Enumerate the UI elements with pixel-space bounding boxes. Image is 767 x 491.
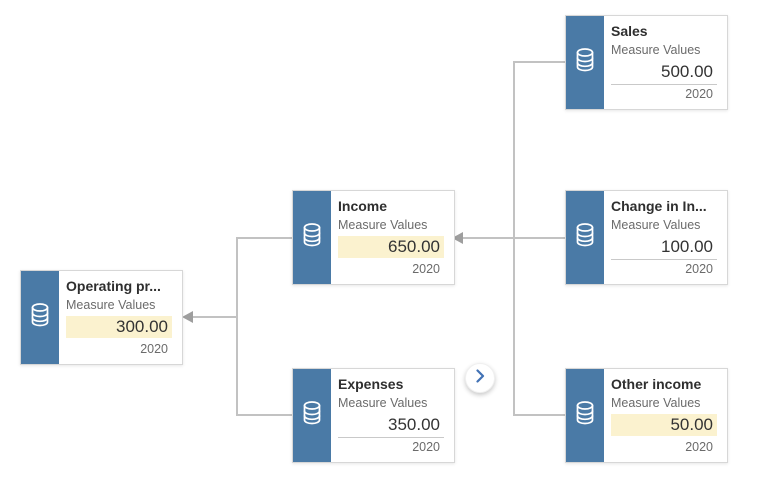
node-color-bar [566, 191, 604, 284]
arrowhead-into-income [452, 232, 463, 244]
measure-label: Measure Values [338, 218, 428, 232]
period-label: 2020 [412, 262, 440, 276]
node-operating-profit[interactable]: Operating pr... Measure Values 300.00 20… [20, 270, 183, 365]
measure-value: 50.00 [611, 414, 717, 436]
node-title: Sales [611, 23, 648, 39]
measure-label: Measure Values [338, 396, 428, 410]
connector-left-vertical [236, 237, 238, 416]
measure-label: Measure Values [66, 298, 156, 312]
connector-other-income-branch [513, 414, 566, 416]
period-label: 2020 [685, 440, 713, 454]
node-divider [338, 259, 444, 260]
node-divider [611, 259, 717, 260]
period-label: 2020 [685, 87, 713, 101]
node-expenses[interactable]: Expenses Measure Values 350.00 2020 [292, 368, 455, 463]
node-divider [338, 437, 444, 438]
measure-value: 300.00 [66, 316, 172, 338]
node-color-bar [566, 16, 604, 109]
node-divider [611, 84, 717, 85]
database-icon [301, 400, 323, 431]
node-color-bar [293, 191, 331, 284]
node-title: Change in In... [611, 198, 707, 214]
database-icon [574, 222, 596, 253]
node-title: Operating pr... [66, 278, 161, 294]
node-title: Expenses [338, 376, 404, 392]
measure-value: 350.00 [388, 415, 440, 434]
period-label: 2020 [685, 262, 713, 276]
node-sales[interactable]: Sales Measure Values 500.00 2020 [565, 15, 728, 110]
connector-change-branch [513, 237, 566, 239]
node-title: Income [338, 198, 388, 214]
measure-label: Measure Values [611, 43, 701, 57]
connector-income-branch [236, 237, 292, 239]
measure-label: Measure Values [611, 218, 701, 232]
node-divider [66, 339, 172, 340]
measure-label: Measure Values [611, 396, 701, 410]
database-icon [574, 47, 596, 78]
database-icon [574, 400, 596, 431]
node-other-income[interactable]: Other income Measure Values 50.00 2020 [565, 368, 728, 463]
connector-to-income [462, 237, 514, 239]
node-color-bar [293, 369, 331, 462]
node-color-bar [566, 369, 604, 462]
node-color-bar [21, 271, 59, 364]
measure-value: 500.00 [661, 62, 713, 81]
node-divider [611, 437, 717, 438]
connector-expenses-branch [236, 414, 292, 416]
chevron-right-icon [472, 368, 488, 389]
connector-sales-branch [513, 61, 566, 63]
measure-value: 650.00 [338, 236, 444, 258]
period-label: 2020 [140, 342, 168, 356]
database-icon [301, 222, 323, 253]
node-income[interactable]: Income Measure Values 650.00 2020 [292, 190, 455, 285]
connector-to-operating-profit [192, 316, 238, 318]
database-icon [29, 302, 51, 333]
node-change-in-inventory[interactable]: Change in In... Measure Values 100.00 20… [565, 190, 728, 285]
arrowhead-into-operating-profit [182, 311, 193, 323]
expand-children-button[interactable] [465, 363, 495, 393]
measure-value: 100.00 [661, 237, 713, 256]
period-label: 2020 [412, 440, 440, 454]
node-title: Other income [611, 376, 702, 392]
